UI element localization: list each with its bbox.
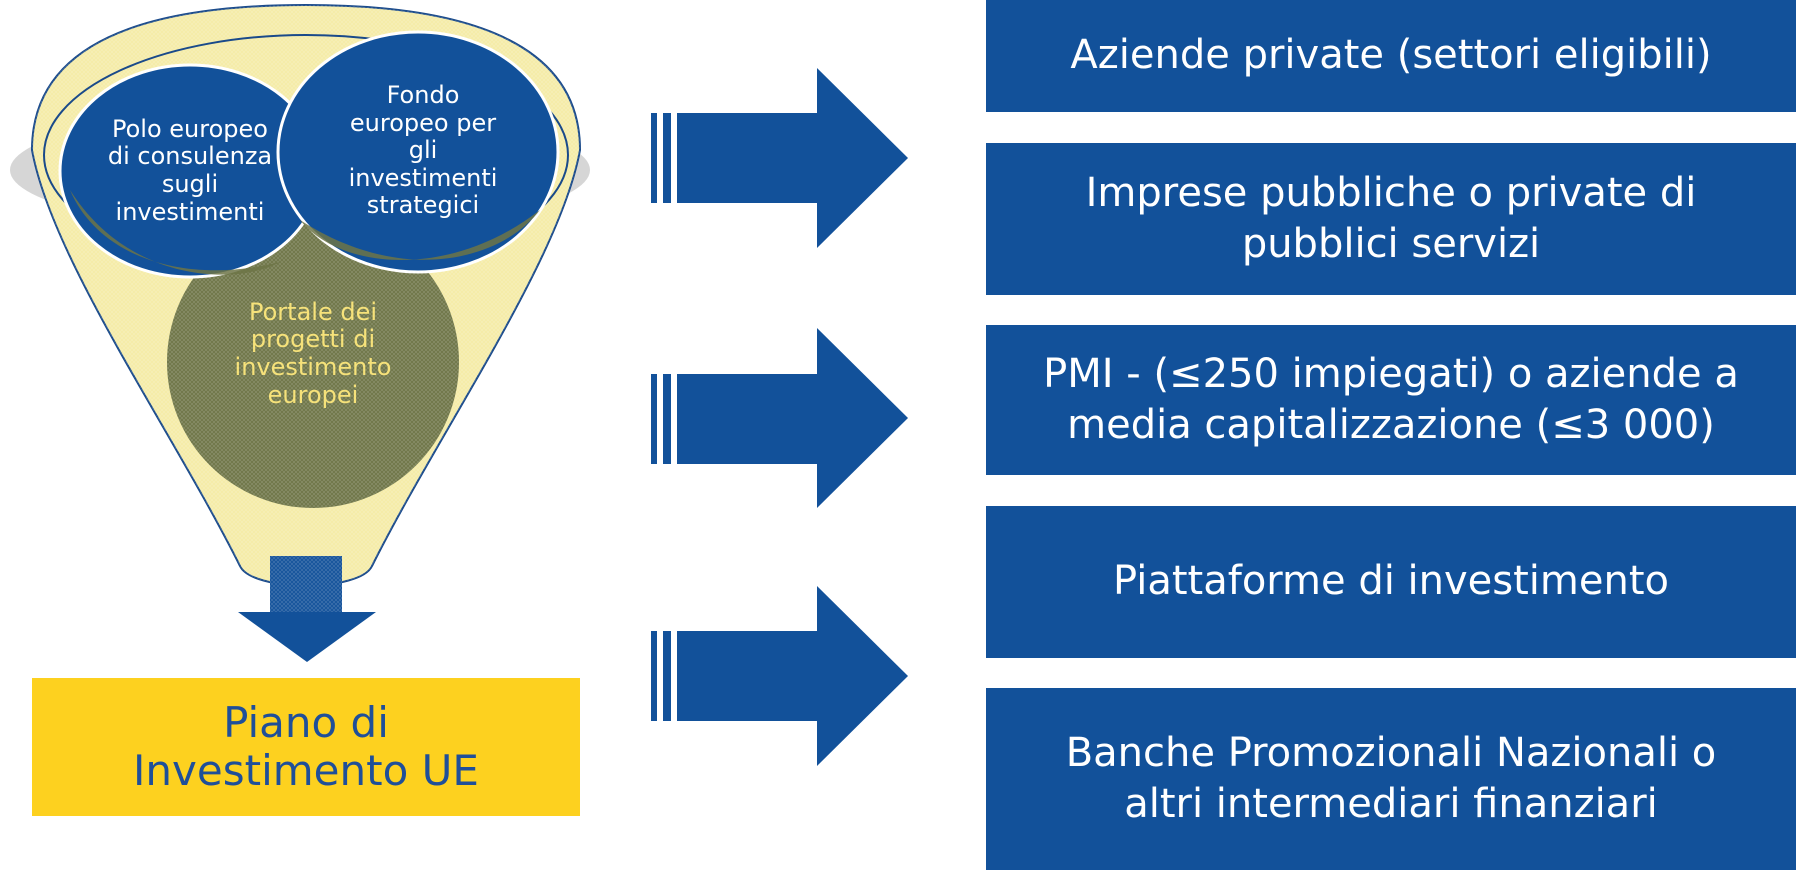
right-arrow-1 [651, 68, 908, 248]
piano-investimento-box: Piano di Investimento UE [32, 678, 580, 816]
down-arrow-icon [238, 556, 376, 662]
target-pmi: PMI - (≤250 impiegati) o aziende a media… [986, 325, 1796, 475]
right-arrow-3 [651, 586, 908, 766]
circle-fondo [276, 30, 560, 274]
target-banche: Banche Promozionali Nazionali o altri in… [986, 688, 1796, 870]
circle-polo-label: Polo europeo di consulenza sugli investi… [107, 114, 273, 226]
right-arrow-2 [651, 328, 908, 508]
circle-fondo-label: Fondo europeo per gli investimenti strat… [348, 81, 498, 220]
target-aziende-private: Aziende private (settori eligibili) [986, 0, 1796, 112]
target-piattaforme: Piattaforme di investimento [986, 506, 1796, 658]
target-imprese-pubbliche: Imprese pubbliche o private di pubblici … [986, 143, 1796, 295]
circle-portale-label: Portale dei progetti di investimento eur… [234, 297, 392, 409]
